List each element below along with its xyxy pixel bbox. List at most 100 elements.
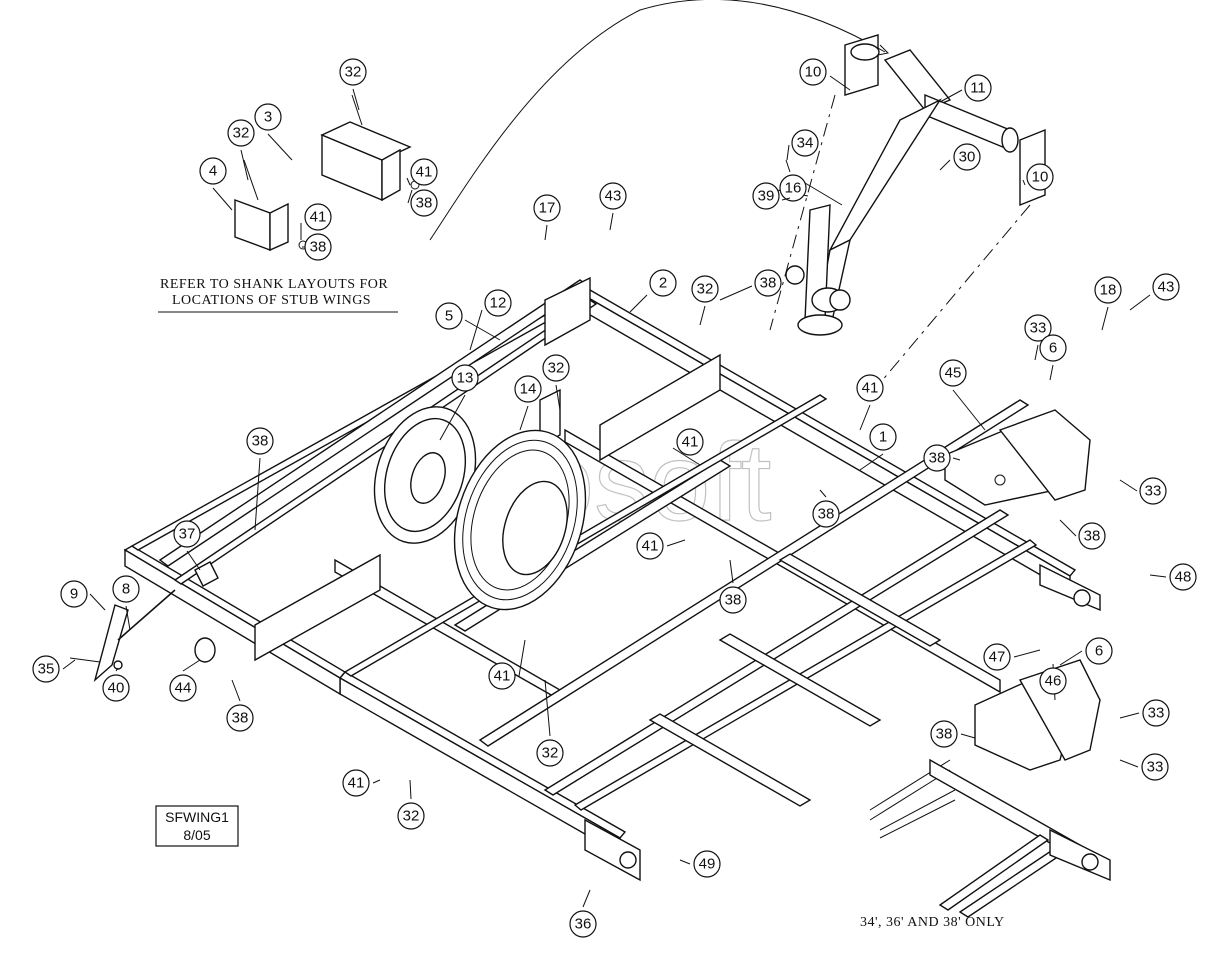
callout-circle: [533, 194, 561, 222]
callout-circle: [227, 119, 255, 147]
callout-circle: [693, 850, 721, 878]
callout-leader: [89, 593, 106, 611]
callout-leader: [407, 189, 413, 204]
callout-balloon: 46: [1039, 663, 1067, 701]
callout-number: 38: [936, 726, 953, 743]
shank-layout-note-line2: LOCATIONS OF STUB WINGS: [172, 293, 371, 308]
callout-balloon: 33: [1024, 314, 1052, 361]
callout-leader: [464, 319, 501, 341]
callout-number: 1: [879, 429, 887, 446]
callout-number: 32: [345, 64, 362, 81]
callout-leader: [952, 389, 986, 431]
callout-circle: [939, 359, 967, 387]
callout-number: 44: [175, 680, 192, 697]
callout-circle: [112, 575, 140, 603]
callout-number: 4: [209, 163, 217, 180]
callout-circle: [397, 802, 425, 830]
callout-circle: [536, 739, 564, 767]
callout-circle: [514, 375, 542, 403]
callout-circle: [173, 520, 201, 548]
callout-leader: [939, 159, 951, 171]
callout-circle: [1024, 314, 1052, 342]
callout-circle: [304, 203, 332, 231]
callout-circle: [169, 674, 197, 702]
callout-balloon: 38: [930, 720, 976, 748]
callout-balloon: 38: [407, 189, 438, 217]
callout-circle: [1078, 522, 1106, 550]
callout-leader: [1119, 759, 1139, 768]
callout-number: 2: [659, 275, 667, 292]
callout-balloon: 16: [776, 174, 809, 202]
callout-number: 38: [310, 239, 327, 256]
callout-leader: [1119, 479, 1138, 492]
callout-balloon: 38: [923, 444, 961, 472]
callout-number: 18: [1100, 282, 1117, 299]
callout-leader: [1013, 649, 1041, 658]
callout-number: 41: [310, 209, 327, 226]
callout-balloon: 48: [1149, 563, 1197, 591]
callout-circle: [1039, 667, 1067, 695]
callout-number: 8: [122, 581, 130, 598]
callout-balloon: 9: [60, 580, 106, 611]
callout-balloon: 47: [983, 643, 1041, 671]
callout-circle: [799, 58, 827, 86]
stamp-date: 8/05: [183, 827, 210, 843]
callout-circle: [102, 674, 130, 702]
callout-circle: [542, 354, 570, 382]
callout-circle: [488, 662, 516, 690]
callout-circle: [451, 364, 479, 392]
callout-number: 6: [1049, 340, 1057, 357]
callout-balloon: 41: [488, 639, 526, 690]
callout-leader: [212, 187, 233, 211]
callout-circle: [569, 910, 597, 938]
callout-leader: [182, 659, 201, 672]
callout-balloon: 41: [856, 374, 884, 431]
callout-number: 38: [760, 275, 777, 292]
callout-number: 16: [785, 180, 802, 197]
callout-balloon: 5: [435, 302, 501, 341]
callout-leader: [518, 639, 526, 677]
callout-balloon: 12: [469, 289, 512, 351]
callout-number: 5: [445, 308, 453, 325]
callout-leader: [544, 224, 548, 241]
callout-number: 43: [605, 188, 622, 205]
callout-number: 3: [264, 109, 272, 126]
callout-number: 38: [818, 506, 835, 523]
callout-leader: [781, 197, 791, 201]
callout-leader: [629, 294, 648, 313]
callout-circle: [1085, 637, 1113, 665]
callout-balloon: 33: [1119, 699, 1170, 727]
callout-leader: [409, 779, 412, 800]
callout-balloon: 36: [569, 889, 597, 938]
callout-leader: [1119, 712, 1140, 719]
callout-circle: [339, 58, 367, 86]
callout-circle: [649, 269, 677, 297]
callout-balloon: 2: [629, 269, 677, 313]
callout-circle: [930, 720, 958, 748]
callout-balloon: 41: [342, 769, 381, 797]
callout-circle: [869, 423, 897, 451]
callout-number: 36: [575, 916, 592, 933]
callout-balloon: 38: [246, 427, 274, 531]
callout-circle: [676, 428, 704, 456]
callout-number: 11: [970, 80, 986, 97]
wing-hitch-arm-assembly: [429, 0, 1046, 396]
callout-balloon: 49: [679, 850, 721, 878]
callout-number: 41: [494, 668, 511, 685]
callout-number: 47: [989, 649, 1006, 666]
callout-circle: [60, 580, 88, 608]
callout-number: 40: [108, 680, 125, 697]
callout-balloon: 32: [691, 275, 719, 326]
callout-leader: [719, 285, 753, 301]
stub-wing-part-3: [320, 94, 420, 202]
callout-number: 38: [416, 195, 433, 212]
callout-leader: [1059, 519, 1077, 537]
callout-number: 49: [699, 856, 716, 873]
callout-circle: [226, 704, 254, 732]
stamp-id: SFWING1: [165, 809, 229, 825]
callout-number: 33: [1030, 320, 1047, 337]
callout-leader: [544, 679, 551, 737]
callout-balloon: 13: [439, 364, 479, 441]
wheel-and-tire: [373, 406, 587, 611]
